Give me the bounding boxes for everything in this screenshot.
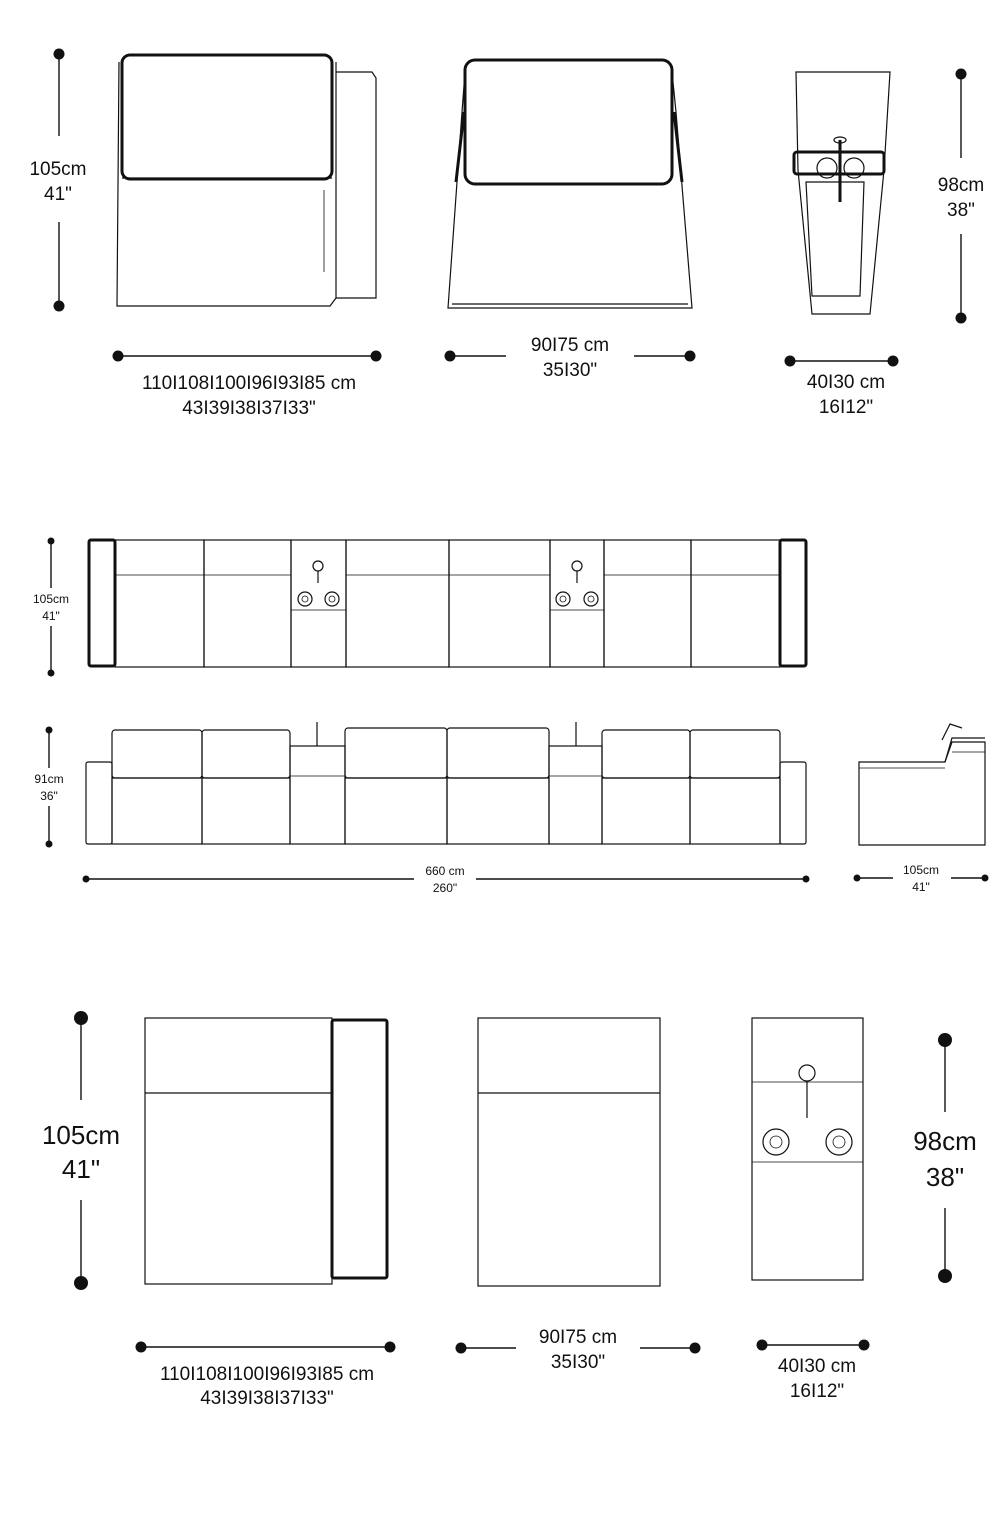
bottom-middle-width-cm: 90I75 cm bbox=[539, 1327, 617, 1348]
top-middle-width-cm: 90I75 cm bbox=[531, 335, 609, 356]
sofa-side-elevation bbox=[858, 723, 986, 846]
total-length-dimension: 660 cm 260" bbox=[82, 864, 810, 895]
bottom-middle-width-dimension: 90I75 cm 35I30" bbox=[455, 1327, 701, 1373]
top-console-width-cm: 40I30 cm bbox=[807, 372, 885, 393]
bottom-left-height-in: 41" bbox=[62, 1154, 100, 1184]
middle-seat-plan-view bbox=[477, 1017, 661, 1287]
bottom-seat-width-in: 43I39I38I37I33" bbox=[200, 1388, 334, 1409]
middle-seat-front-view bbox=[447, 58, 693, 309]
top-middle-width-dimension: 90I75 cm 35I30" bbox=[444, 335, 696, 381]
bottom-middle-width-in: 35I30" bbox=[551, 1352, 605, 1373]
top-left-height-in: 41" bbox=[44, 184, 72, 205]
front-height-in: 36" bbox=[40, 789, 58, 803]
total-length-cm: 660 cm bbox=[425, 864, 464, 878]
top-left-height-dimension: 105cm 41" bbox=[29, 48, 87, 312]
top-console-width-in: 16I12" bbox=[819, 397, 873, 418]
sofa-front-elevation bbox=[85, 722, 807, 845]
side-depth-in: 41" bbox=[912, 880, 930, 894]
top-left-height-cm: 105cm bbox=[29, 159, 86, 180]
top-seat-width-dimension: 110I108I100I96I93I85 cm 43I39I38I37I33" bbox=[112, 350, 382, 419]
top-console-width-dimension: 40I30 cm 16I12" bbox=[784, 355, 899, 418]
top-right-height-in: 38" bbox=[947, 200, 975, 221]
plan-height-dimension: 105cm 41" bbox=[33, 537, 69, 677]
corner-seat-front-view bbox=[116, 53, 377, 307]
top-right-height-dimension: 98cm 38" bbox=[938, 68, 984, 324]
bottom-right-height-in: 38" bbox=[926, 1162, 964, 1192]
bottom-left-height-dimension: 105cm 41" bbox=[42, 1011, 120, 1290]
plan-height-in: 41" bbox=[42, 609, 60, 623]
front-height-dimension: 91cm 36" bbox=[34, 726, 64, 848]
total-length-in: 260" bbox=[433, 881, 457, 895]
top-seat-width-in: 43I39I38I37I33" bbox=[182, 398, 316, 419]
top-seat-width-cm: 110I108I100I96I93I85 cm bbox=[142, 373, 356, 394]
corner-seat-plan-view bbox=[144, 1017, 389, 1285]
bottom-console-width-cm: 40I30 cm bbox=[778, 1356, 856, 1377]
side-depth-dimension: 105cm 41" bbox=[853, 863, 989, 894]
bottom-left-height-cm: 105cm bbox=[42, 1120, 120, 1150]
bottom-seat-width-cm: 110I108I100I96I93I85 cm bbox=[160, 1364, 374, 1385]
plan-height-cm: 105cm bbox=[33, 592, 69, 606]
bottom-seat-width-dimension: 110I108I100I96I93I85 cm 43I39I38I37I33" bbox=[135, 1341, 396, 1409]
console-plan-view bbox=[751, 1017, 864, 1281]
bottom-right-height-cm: 98cm bbox=[913, 1126, 977, 1156]
console-side-view bbox=[792, 71, 891, 315]
side-depth-cm: 105cm bbox=[903, 863, 939, 877]
bottom-console-width-dimension: 40I30 cm 16I12" bbox=[756, 1339, 870, 1402]
front-height-cm: 91cm bbox=[34, 772, 63, 786]
top-right-height-cm: 98cm bbox=[938, 175, 984, 196]
bottom-right-height-dimension: 98cm 38" bbox=[913, 1033, 977, 1283]
bottom-console-width-in: 16I12" bbox=[790, 1381, 844, 1402]
top-middle-width-in: 35I30" bbox=[543, 360, 597, 381]
sofa-plan-view bbox=[87, 538, 808, 668]
